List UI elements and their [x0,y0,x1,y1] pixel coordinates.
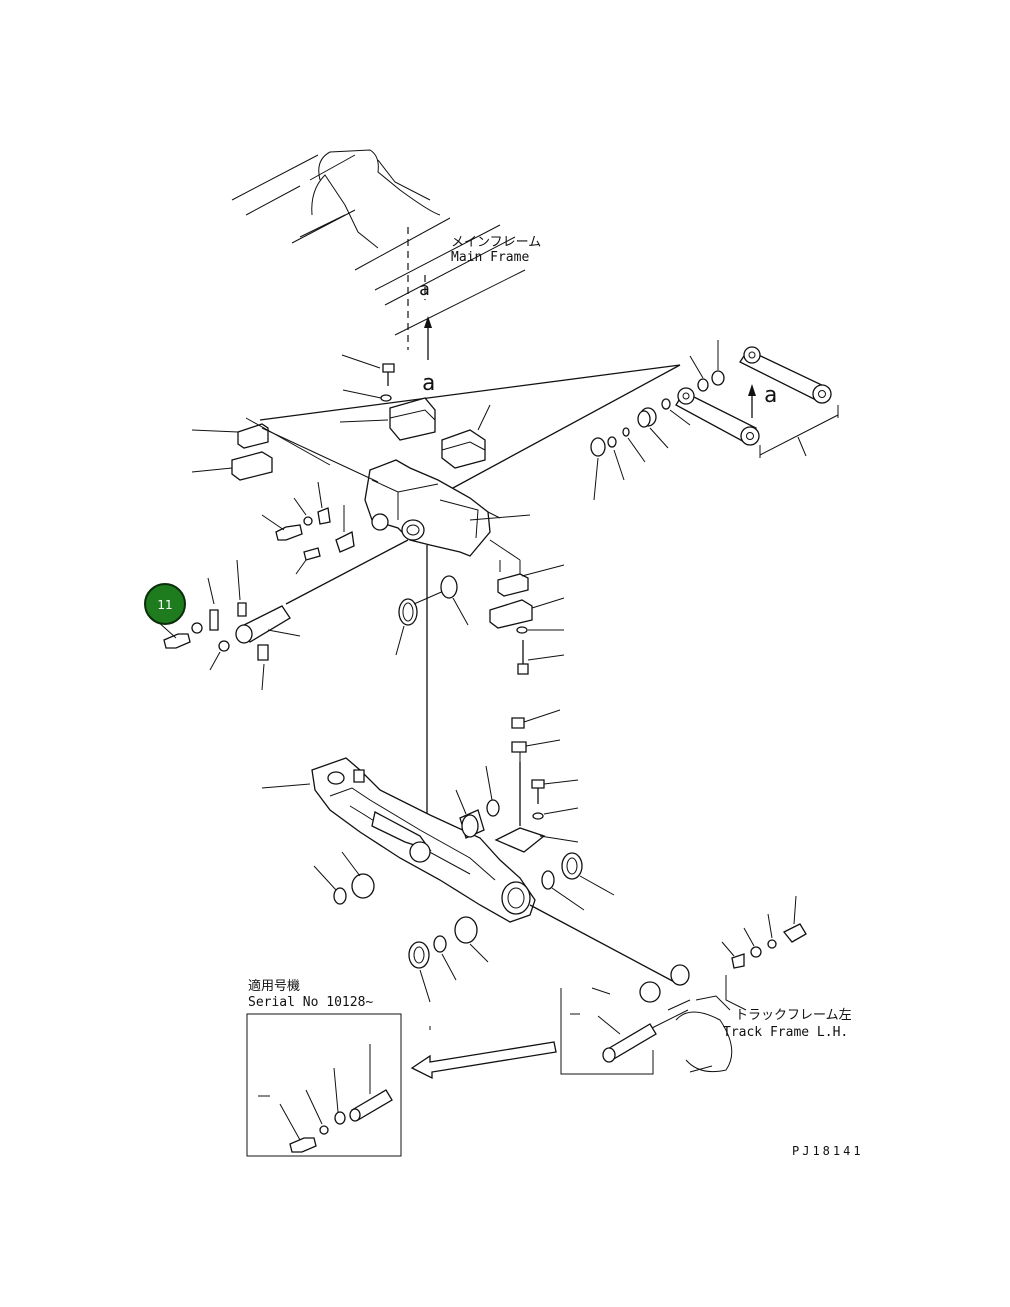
callout-number: 11 [157,598,172,612]
view-a-mark-2: a [422,371,435,396]
pin-detail-box [560,987,689,1075]
view-a-arrow-1 [424,316,432,360]
lower-seals [313,765,615,1030]
serial-reference-arrow [410,1041,557,1080]
left-mount-blocks [191,417,379,483]
main-frame-label-jp: メインフレーム [451,235,541,250]
view-a-mark-3: a [764,383,777,408]
callout-circle [144,583,186,625]
serial-label-jp: 適用号機 [248,978,300,994]
view-a-arrow-2 [748,384,756,418]
main-frame-label-en: Main Frame [451,250,529,265]
right-mount-stack [489,560,565,675]
view-a-mark-1: a [419,279,430,300]
main-frame-outline [231,149,526,350]
lube-fitting-group [494,709,579,853]
track-frame-label-jp: トラックフレーム左 [735,1008,852,1023]
drawing-id: PJ18141 [792,1144,864,1158]
track-frame-lh [667,995,733,1073]
pivot-bolts [261,481,355,575]
pivot-body [339,354,531,575]
serial-detail-box [246,1013,402,1157]
callout-11-badge[interactable]: 11 [144,583,186,625]
center-seals [395,575,469,656]
track-frame [261,757,681,986]
serial-label-en: Serial No 10128~ [248,995,373,1010]
track-frame-label-en: Track Frame L.H. [723,1025,848,1040]
pivot-shaft [155,539,409,691]
track-frame-bolts [639,895,807,1011]
link-rod-assembly [259,340,839,501]
